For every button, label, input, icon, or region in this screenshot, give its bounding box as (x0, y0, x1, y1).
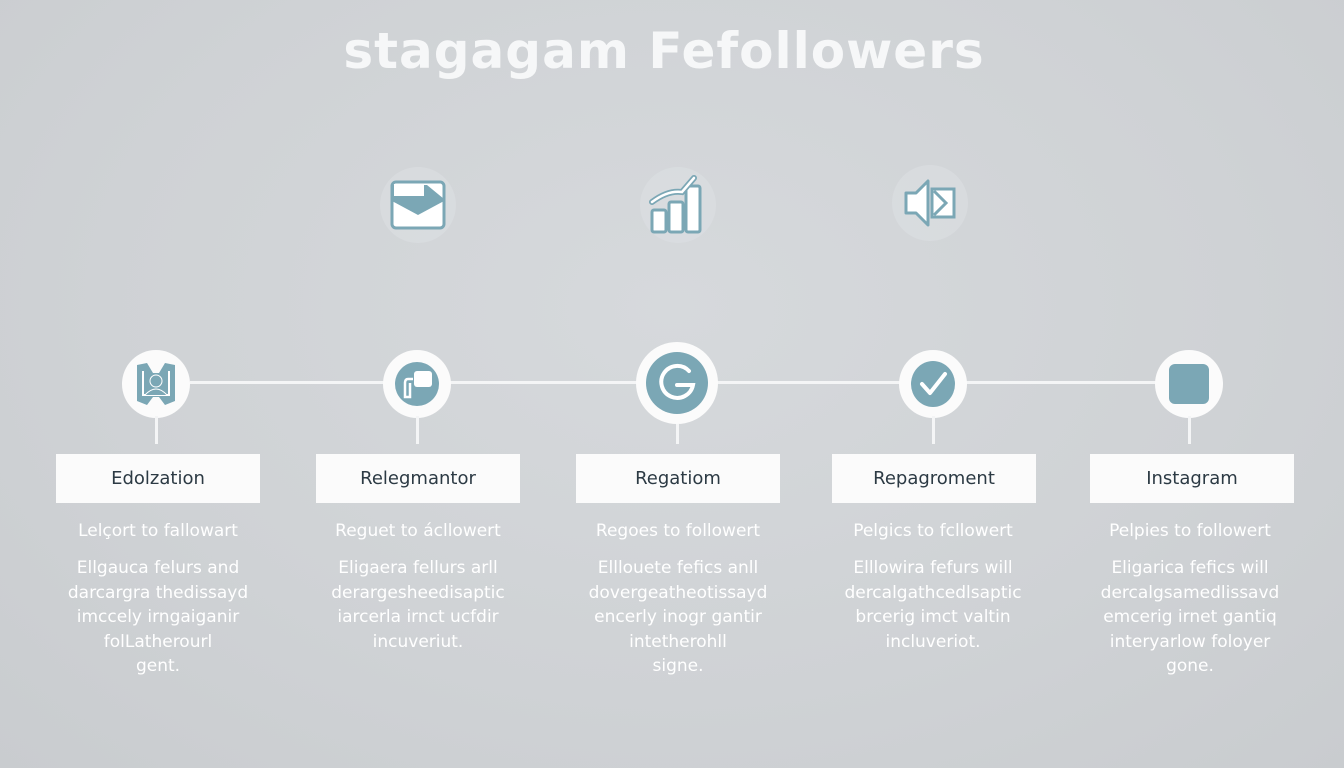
step-4-label: Repagroment (832, 454, 1036, 503)
step-3-label: Regatiom (576, 454, 780, 503)
step-1-description: Lelçort to fallowart Ellgauca felurs and… (38, 520, 278, 679)
connector (416, 416, 419, 444)
body-line: emcerig irnet gantiq (1103, 607, 1277, 627)
body-line: signe. (652, 656, 704, 676)
step-5-node[interactable] (1155, 350, 1223, 418)
step-2-description: Reguet to ácllowert Eligaera fellurs arl… (298, 520, 538, 654)
body-line: intetherohll (629, 631, 727, 652)
speaker-icon (892, 165, 968, 241)
body-line: imccely irngaiganir (76, 607, 240, 627)
body-line: dercalgathcedlsaptic (844, 582, 1022, 603)
step-1-node[interactable] (122, 350, 190, 418)
body-line: Elllouete fefics anll (597, 558, 759, 578)
body-line: gone. (1166, 656, 1214, 676)
page-title: stagagam Fefollowers (343, 22, 985, 80)
body-line: encerly inogr gantir (594, 607, 762, 627)
body-line: Eligarica fefics will (1111, 558, 1269, 578)
people-frame-icon (137, 363, 175, 405)
square-icon (1169, 364, 1209, 404)
body-line: iarcerla irnct ucfdir (337, 607, 499, 627)
step-subtitle: Pelgics to fcllowert (853, 521, 1013, 541)
body-line: derargesheedisaptic (331, 582, 505, 603)
step-3-description: Regoes to followert Elllouete fefics anl… (558, 520, 798, 679)
mail-icon (380, 167, 456, 243)
step-subtitle: Regoes to followert (595, 521, 761, 541)
connector (1188, 416, 1191, 444)
body-line: Eligaera fellurs arll (338, 558, 498, 578)
body-line: folLatherourl (103, 631, 213, 652)
body-line: dovergeatheotissayd (588, 582, 768, 603)
body-line: incluveriot. (885, 631, 981, 652)
body-line: incuveriut. (372, 631, 464, 652)
connector (155, 416, 158, 444)
step-5-description: Pelpies to followert Eligarica fefics wi… (1070, 520, 1310, 679)
body-line: interyarlow foloyer (1109, 631, 1271, 652)
refresh-g-icon (646, 352, 708, 414)
connector (932, 416, 935, 444)
body-line: dercalgsamedlissavd (1100, 582, 1280, 603)
step-subtitle: Lelçort to fallowart (78, 521, 238, 541)
body-line: Ellgauca felurs and (76, 558, 240, 578)
body-line: Elllowira fefurs will (853, 558, 1013, 578)
step-4-description: Pelgics to fcllowert Elllowira fefurs wi… (813, 520, 1053, 654)
step-subtitle: Pelpies to followert (1109, 521, 1271, 541)
body-line: darcargra thedissayd (67, 582, 249, 603)
check-icon (911, 361, 955, 407)
body-line: brcerig imct valtin (855, 607, 1011, 627)
step-3-node[interactable] (636, 342, 718, 424)
body-line: gent. (135, 656, 181, 676)
step-5-label: Instagram (1090, 454, 1294, 503)
step-2-label: Relegmantor (316, 454, 520, 503)
chat-bubble-icon (395, 362, 439, 406)
step-4-node[interactable] (899, 350, 967, 418)
step-subtitle: Reguet to ácllowert (335, 521, 501, 541)
step-1-label: Edolzation (56, 454, 260, 503)
connector (676, 424, 679, 444)
step-2-node[interactable] (383, 350, 451, 418)
growth-chart-icon (640, 167, 716, 243)
